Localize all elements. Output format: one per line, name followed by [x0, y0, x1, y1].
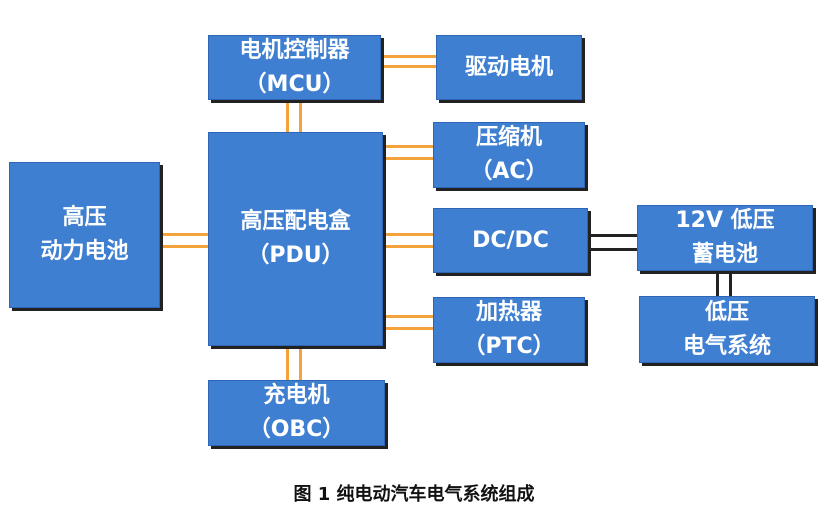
obc-label: 充电机 [263, 383, 330, 408]
pdu-abbr: （PDU） [247, 243, 344, 268]
wire-pdu-obc-2 [299, 346, 302, 380]
lv-system-label-line1: 低压 [704, 299, 749, 325]
dcdc-label: DC/DC [472, 227, 549, 253]
wire-pdu-dcdc-2 [383, 245, 435, 248]
figure-caption: 图 1 纯电动汽车电气系统组成 [293, 484, 535, 505]
wire-dcdc-lvbattery-1 [588, 234, 638, 237]
pdu-label: 高压配电盒 [240, 209, 351, 234]
ptc-abbr: （PTC） [463, 334, 555, 359]
obc-abbr: （OBC） [248, 417, 345, 442]
lv-system-label-line2: 电气系统 [682, 333, 771, 359]
battery-block: 高压 动力电池 [9, 162, 160, 308]
dcdc-block: DC/DC [433, 208, 588, 273]
wire-dcdc-lvbattery-2 [588, 248, 638, 251]
drive-motor-label: 驱动电机 [464, 54, 553, 80]
wire-mcu-motor-2 [381, 65, 437, 68]
wire-battery-pdu-2 [160, 245, 209, 248]
wire-pdu-ptc-1 [383, 315, 435, 318]
ac-block: 压缩机 （AC） [433, 122, 585, 188]
wire-pdu-ac-2 [383, 157, 435, 160]
lv-system-block: 低压 电气系统 [639, 296, 815, 363]
battery-label-line2: 动力电池 [40, 239, 129, 264]
wire-lvbattery-lvsystem-2 [729, 271, 732, 296]
lv-battery-label-line2: 蓄电池 [691, 242, 758, 267]
battery-label-line1: 高压 [62, 205, 107, 230]
wire-pdu-ptc-2 [383, 327, 435, 330]
ac-abbr: （AC） [470, 159, 548, 184]
wire-pdu-dcdc-1 [383, 233, 435, 236]
lv-battery-label-line1: 12V 低压 [675, 208, 775, 233]
ptc-block: 加热器 （PTC） [433, 297, 585, 363]
mcu-block: 电机控制器 （MCU） [208, 35, 381, 100]
wire-lvbattery-lvsystem-1 [716, 271, 719, 296]
obc-block: 充电机 （OBC） [208, 380, 385, 446]
mcu-label: 电机控制器 [239, 37, 350, 63]
wire-mcu-pdu-2 [299, 100, 302, 132]
wire-mcu-motor-1 [381, 55, 437, 58]
ac-label: 压缩机 [475, 125, 542, 150]
pdu-block: 高压配电盒 （PDU） [208, 132, 383, 346]
wire-pdu-obc-1 [286, 346, 289, 380]
wire-mcu-pdu-1 [286, 100, 289, 132]
lv-battery-block: 12V 低压 蓄电池 [637, 205, 813, 271]
drive-motor-block: 驱动电机 [436, 35, 582, 100]
mcu-abbr: （MCU） [244, 71, 345, 97]
wire-pdu-ac-1 [383, 145, 435, 148]
ptc-label: 加热器 [475, 300, 542, 325]
wire-battery-pdu-1 [160, 233, 209, 236]
